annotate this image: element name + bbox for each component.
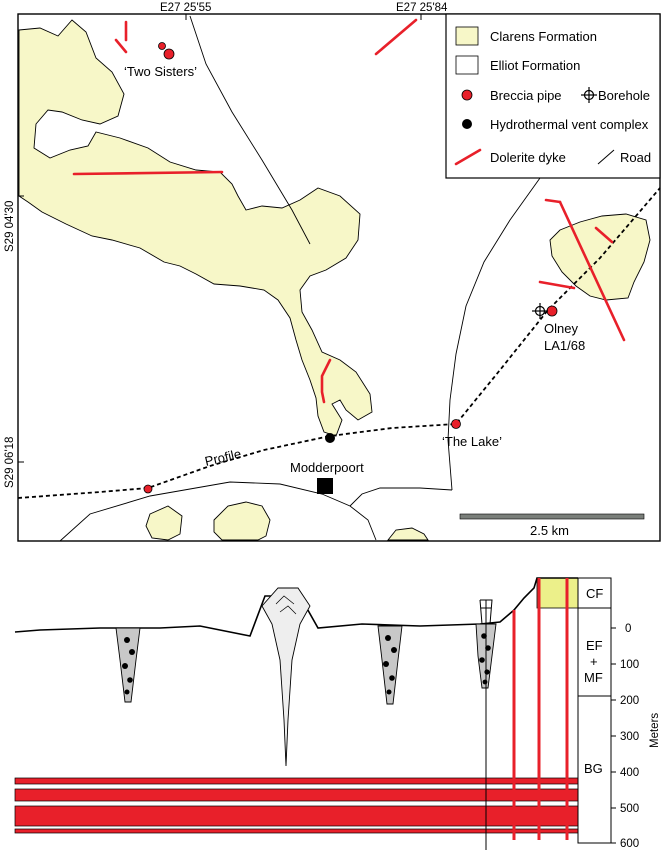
road-south-east <box>349 487 453 507</box>
stratigraphic-column <box>577 577 612 844</box>
tick-100: 100 <box>620 659 639 671</box>
label-the-lake: ‘The Lake’ <box>442 434 502 449</box>
dyke-horizontal <box>72 170 224 176</box>
legend-elliot-label: Elliot Formation <box>490 58 580 73</box>
legend-elliot-swatch <box>455 55 479 75</box>
map-legend: Clarens Formation Elliot Formation Brecc… <box>445 13 661 179</box>
dyke-curved <box>320 358 332 404</box>
dyke-nw-2 <box>114 38 128 54</box>
tick-500: 500 <box>620 803 639 815</box>
unit-ef: EF <box>586 638 603 653</box>
legend-borehole-label: Borehole <box>598 88 650 103</box>
sill-2 <box>14 788 579 802</box>
clarens-outcrop-south-east <box>387 527 429 541</box>
roads <box>59 15 541 542</box>
tick-600: 600 <box>620 838 639 850</box>
breccia-pipe-two-sisters-b <box>163 48 175 60</box>
profile-line <box>17 187 661 499</box>
legend-clarens-label: Clarens Formation <box>490 29 597 44</box>
section-vent <box>261 587 311 767</box>
label-olney: Olney <box>544 321 578 336</box>
legend-dyke-label: Dolerite dyke <box>490 150 566 165</box>
dyke-east-top <box>544 198 562 204</box>
unit-bg: BG <box>584 761 603 776</box>
road-east <box>447 177 541 491</box>
clarens-outcrop-south-center <box>213 501 271 541</box>
map-features <box>143 42 558 494</box>
coord-top-left: E27 25'55 <box>160 2 211 14</box>
coord-side-bottom: S29 06'18 <box>4 437 16 488</box>
dolerite-sills <box>14 777 579 834</box>
section-pipe-1 <box>115 627 141 703</box>
unit-plus: + <box>590 654 598 669</box>
road-south <box>59 481 377 542</box>
cross-section: CF EF + MF BG 0 100 200 300 400 500 600 … <box>14 577 661 850</box>
dyke-top-right <box>374 18 418 56</box>
surface-profile <box>14 577 578 637</box>
depth-tick-labels: 0 100 200 300 400 500 600 <box>620 623 639 850</box>
tick-200: 200 <box>620 695 639 707</box>
legend-dyke-icon <box>454 148 482 166</box>
sill-1 <box>14 777 579 785</box>
borehole-icon <box>532 303 548 319</box>
scale-label: 2.5 km <box>530 523 569 538</box>
legend-breccia-icon <box>461 89 473 101</box>
coord-side-top: S29 04'30 <box>4 201 16 252</box>
dyke-east-mid <box>594 226 614 244</box>
dolerite-dykes <box>72 18 626 404</box>
breccia-pipe-west <box>143 484 153 494</box>
modderpoort-marker <box>317 478 333 494</box>
breccia-pipe-two-sisters-a <box>158 42 166 50</box>
depth-axis <box>610 578 616 844</box>
clarens-cap <box>536 577 579 609</box>
legend-borehole-icon <box>581 87 597 103</box>
tick-400: 400 <box>620 767 639 779</box>
hydrothermal-vent <box>325 433 335 443</box>
section-pipes <box>115 623 497 705</box>
geological-map: E27 25'55 E27 25'84 S29 04'30 S29 06'18 … <box>4 2 661 542</box>
section-vent-fractures <box>275 595 297 615</box>
unit-mf: MF <box>584 670 603 685</box>
legend-clarens-swatch <box>455 26 479 46</box>
section-pipe-2 <box>377 625 403 705</box>
road-north-center <box>189 15 311 245</box>
tick-300: 300 <box>620 731 639 743</box>
section-borehole <box>479 599 493 850</box>
coord-top-right: E27 25'84 <box>396 2 448 14</box>
clarens-outcrop-main <box>18 19 373 437</box>
legend-vent-icon <box>462 119 472 129</box>
legend-vent-label: Hydrothermal vent complex <box>490 117 649 132</box>
label-two-sisters: ‘Two Sisters’ <box>124 64 197 79</box>
unit-cf: CF <box>586 586 603 601</box>
dyke-east-long <box>558 200 626 342</box>
tick-0: 0 <box>625 623 631 635</box>
sill-3 <box>14 805 579 827</box>
legend-road-label: Road <box>620 150 651 165</box>
breccia-pipe-olney <box>546 305 558 317</box>
dyke-east-short <box>538 280 576 290</box>
label-modderpoort: Modderpoort <box>290 460 364 475</box>
sill-4 <box>14 828 579 834</box>
clarens-outcrop-south-left <box>145 505 183 541</box>
legend-frame <box>445 13 661 179</box>
legend-road-icon <box>597 149 615 165</box>
label-olney-borehole: LA1/68 <box>544 338 585 353</box>
legend-breccia-label: Breccia pipe <box>490 88 562 103</box>
breccia-pipe-the-lake <box>451 419 461 429</box>
section-feeder-dykes <box>512 578 569 840</box>
axis-label-meters: Meters <box>649 713 661 748</box>
scale-bar <box>459 513 645 520</box>
